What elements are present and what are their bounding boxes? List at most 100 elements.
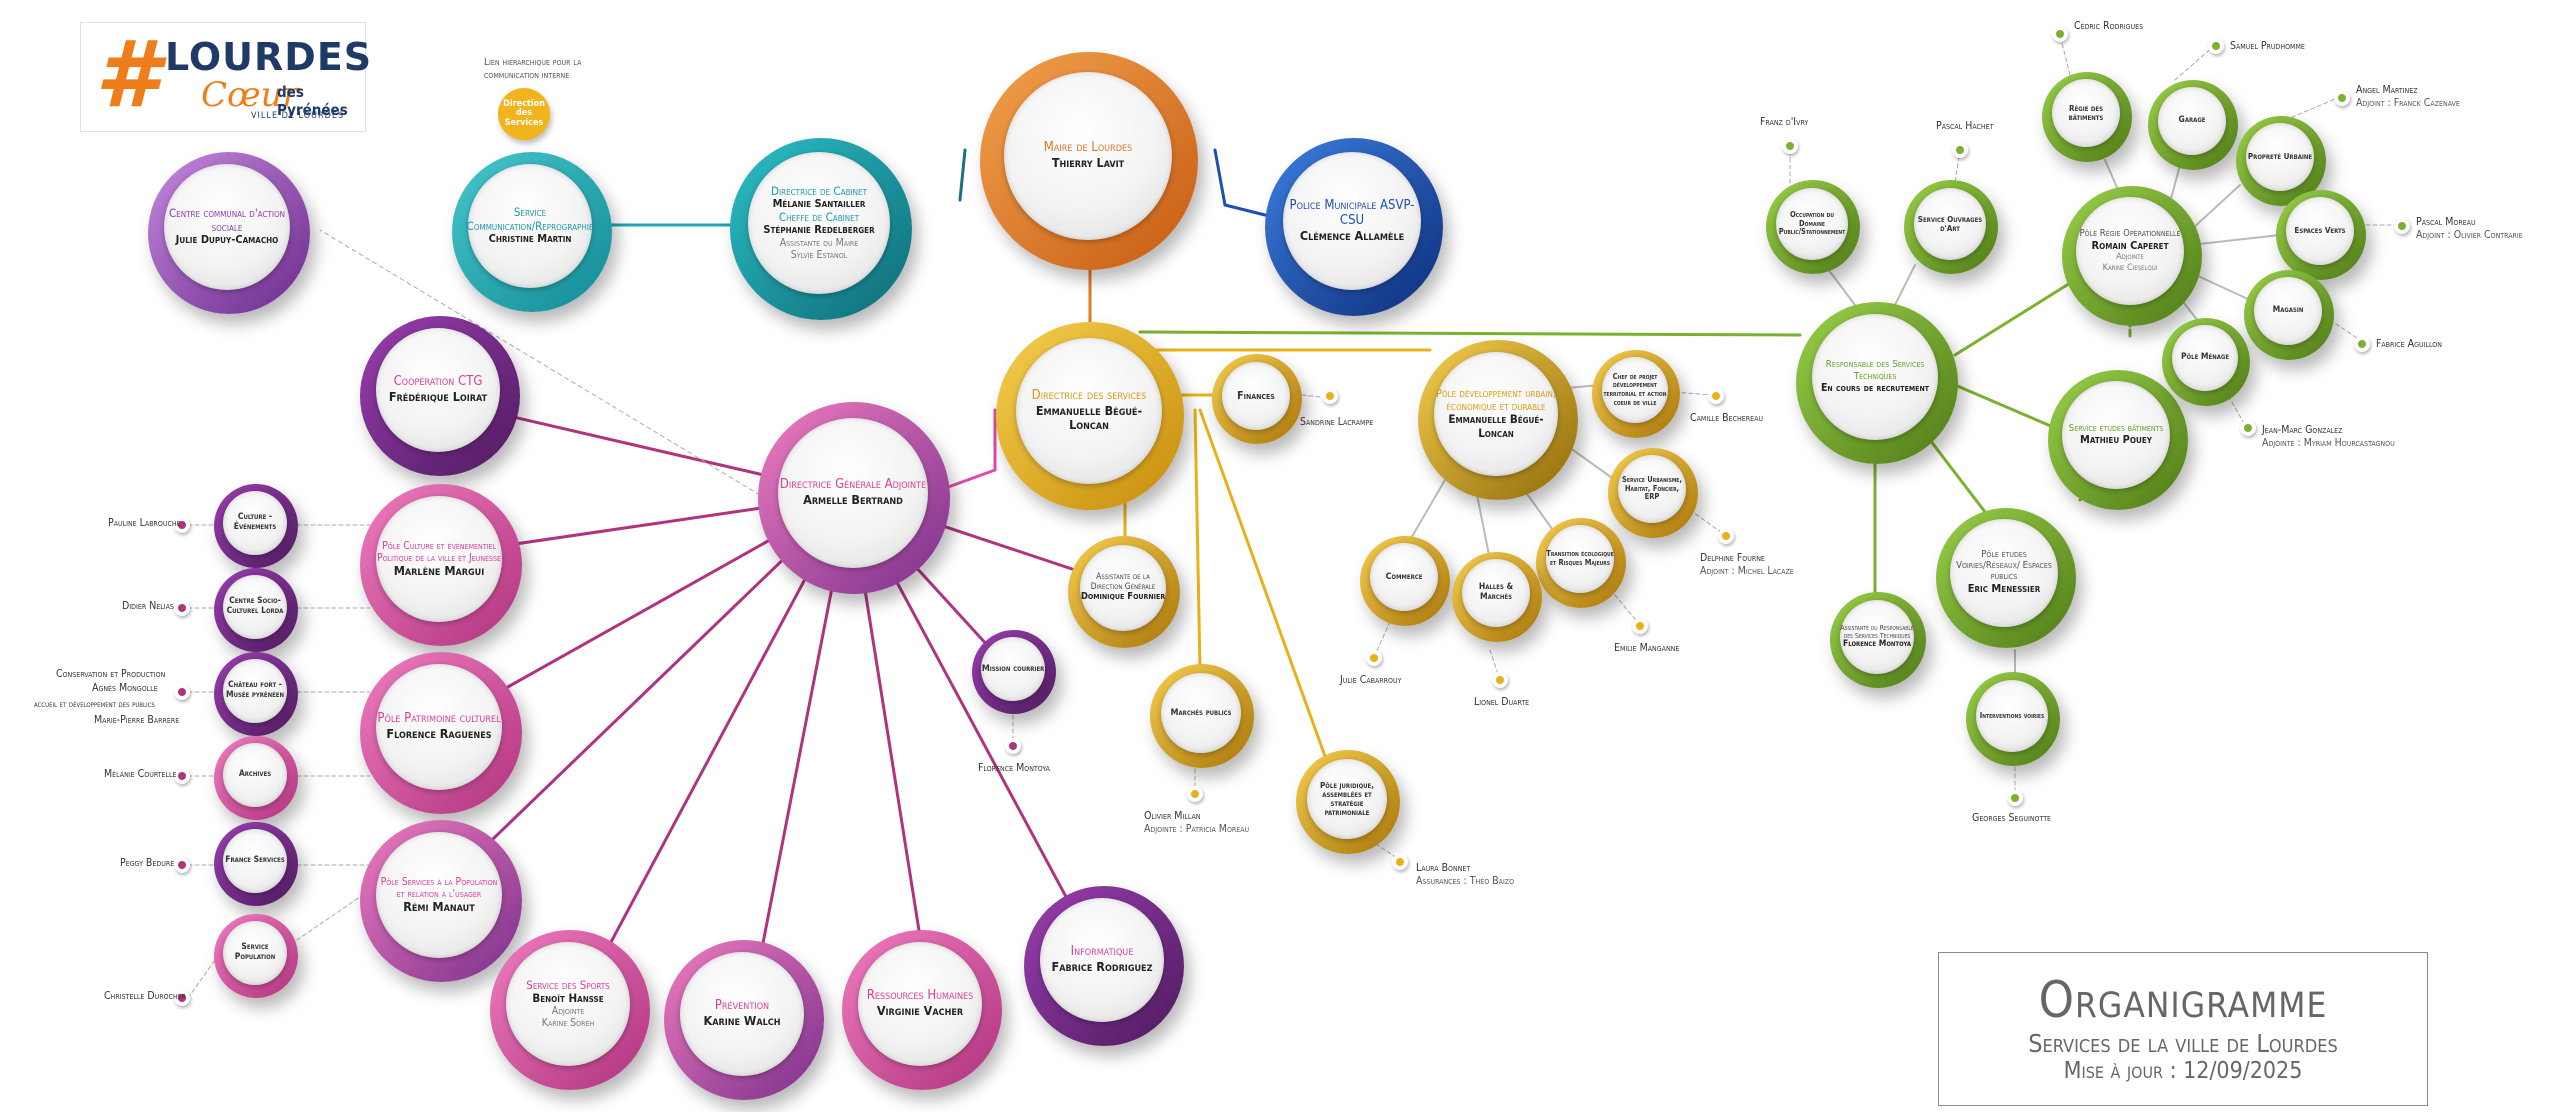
person-emilie: Emilie Manganne	[1614, 642, 1680, 654]
person-dot	[2007, 790, 2023, 806]
node-urbanisme[interactable]: Service Urbanisme, Habitat, Foncier, ERP	[1608, 448, 1698, 538]
node-maire[interactable]: Maire de Lourdes Thierry Lavit	[980, 52, 1198, 270]
person-pascal-h: Pascal Hachet	[1936, 120, 1994, 132]
person-accueil: accueil et développement des publics	[34, 700, 155, 710]
node-juridique[interactable]: Pôle juridique, assemblées et stratégie …	[1296, 750, 1400, 854]
node-marches[interactable]: Marchés publics	[1150, 664, 1254, 768]
node-voirie[interactable]: Pôle études Voiries/Réseaux/ Espaces pub…	[1936, 508, 2076, 648]
person-samuel: Samuel Prudhomme	[2230, 40, 2305, 52]
node-prevention[interactable]: Prévention Karine Walch	[664, 940, 824, 1100]
node-patrimoine[interactable]: Pôle Patrimoine culturel Florence Raguen…	[360, 652, 522, 814]
person-sandrine: Sandrine Lacrampe	[1300, 416, 1374, 428]
node-ouvrages[interactable]: Service Ouvrages d'Art	[1904, 180, 1998, 274]
node-ctg[interactable]: Coopération CTG Frédérique Loirat	[360, 316, 520, 476]
title-box: Organigramme Services de la ville de Lou…	[1938, 952, 2428, 1106]
node-occupation[interactable]: Occupation du Domaine Public/Stationneme…	[1766, 180, 1860, 274]
person-dot	[1718, 528, 1734, 544]
person-dot	[174, 768, 190, 784]
node-informatique[interactable]: Informatique Fabrice Rodriguez	[1024, 886, 1184, 1046]
node-culture[interactable]: Pôle Culture et événementiel Politique d…	[360, 484, 522, 646]
node-sociocult[interactable]: Centre Socio-Culturel Lorda	[214, 568, 298, 652]
node-service-population[interactable]: Service Population	[214, 914, 298, 998]
title-update: Mise à jour : 12/09/2025	[2063, 1058, 2303, 1084]
person-dot	[174, 857, 190, 873]
person-didier: Didier Nelias	[122, 600, 174, 612]
person-christelle: Christelle Durocher	[104, 990, 187, 1002]
node-rh[interactable]: Ressources Humaines Virginie Vacher	[842, 930, 1002, 1090]
person-dot	[1632, 618, 1648, 634]
node-chateau[interactable]: Château fort - Musée pyrénéen	[214, 652, 298, 736]
node-tech[interactable]: Responsable des Services Techniques En c…	[1796, 302, 1958, 464]
node-magasin[interactable]: Magasin	[2244, 270, 2334, 360]
node-chef-projet[interactable]: Chef de projet développement territorial…	[1592, 350, 1680, 438]
node-ccas[interactable]: Centre communal d'action sociale Julie D…	[148, 152, 310, 314]
node-assistante-dg[interactable]: Assistante de la Direction Générale Domi…	[1068, 536, 1180, 648]
node-assist-tech[interactable]: Assistante du Responsable des Services T…	[1830, 592, 1926, 688]
node-evenements[interactable]: Culture - Événements	[214, 484, 298, 568]
node-urbain[interactable]: Pôle développement urbain, économique et…	[1418, 340, 1578, 500]
node-cabinet[interactable]: Directrice de Cabinet Mélanie Santailler…	[730, 138, 912, 320]
node-dgs[interactable]: Directrice des services Emmanuelle Bégué…	[996, 322, 1184, 510]
logo-coeur: Cœur	[201, 75, 299, 115]
person-marie: Marie-Pierre Barrère	[94, 714, 180, 726]
node-france-services[interactable]: France Services	[214, 822, 298, 906]
person-dot	[2208, 38, 2224, 54]
person-dot	[174, 990, 190, 1006]
person-dot	[174, 600, 190, 616]
person-dot	[2334, 90, 2350, 106]
person-franz: Franz d'Ivry	[1760, 116, 1809, 128]
title-sub: Services de la ville de Lourdes	[2028, 1029, 2338, 1058]
node-police[interactable]: Police Municipale ASVP-CSU Clémence Alla…	[1265, 138, 1443, 316]
hierarchy-hint: Lien hiérarchique pour la communication …	[484, 57, 582, 81]
node-espaces-verts[interactable]: Espaces Verts	[2276, 190, 2366, 280]
person-dot	[1005, 738, 1021, 754]
node-sports[interactable]: Service des Sports Benoît Hansse Adjoint…	[490, 930, 650, 1090]
person-melanie-c: Mélanie Courtelle	[104, 768, 177, 780]
logo-lourdes: LOURDES	[165, 35, 373, 79]
person-cedric: Cédric Rodrigues	[2074, 20, 2144, 32]
person-julie-c: Julie Cabarrouy	[1340, 674, 1402, 686]
node-garage[interactable]: Garage	[2148, 80, 2238, 170]
node-regie[interactable]: Pôle Régie Opérationnelle Romain Caperet…	[2062, 186, 2202, 326]
person-dot	[2394, 218, 2410, 234]
person-dot	[1366, 650, 1382, 666]
person-dot	[1708, 388, 1724, 404]
node-archives[interactable]: Archives	[214, 736, 298, 820]
node-menage[interactable]: Pôle Ménage	[2162, 318, 2250, 406]
node-finances[interactable]: Finances	[1212, 354, 1302, 444]
node-interventions[interactable]: Interventions voiries	[1966, 672, 2060, 766]
person-pauline: Pauline Labrouche	[108, 517, 181, 529]
lourdes-logo: # LOURDES Cœur des Pyrénées VILLE DE LOU…	[80, 21, 371, 132]
node-communication[interactable]: Service Communication/Reprographie Chris…	[452, 152, 612, 312]
logo-pyrenees: des Pyrénées	[277, 83, 348, 119]
node-transition[interactable]: Transition écologique et Risques Majeurs	[1536, 518, 1626, 608]
node-mission[interactable]: Mission courrier	[972, 630, 1056, 714]
node-dga[interactable]: Directrice Générale Adjointe Armelle Ber…	[758, 402, 950, 594]
person-peggy: Peggy Bedure	[120, 857, 175, 869]
node-regie-bat[interactable]: Régie des bâtiments	[2042, 72, 2132, 162]
person-dot	[1392, 854, 1408, 870]
person-florence-m: Florence Montoya	[978, 762, 1050, 774]
node-etudes-bat[interactable]: Service études bâtiments Mathieu Pouey	[2048, 370, 2188, 510]
node-commerce[interactable]: Commerce	[1360, 536, 1450, 626]
logo-ville: VILLE DE LOURDES	[251, 111, 345, 121]
person-camille: Camille Bechereau	[1690, 412, 1764, 424]
node-halles[interactable]: Halles & Marchés	[1452, 552, 1542, 642]
logo-hash: #	[95, 21, 160, 128]
node-population[interactable]: Pôle Services à la Population et relatio…	[360, 820, 522, 982]
person-dot	[2240, 420, 2256, 436]
direction-services-badge: Direction des Services	[498, 88, 550, 140]
person-dot	[1492, 672, 1508, 688]
person-conservation: Conservation et Production	[56, 668, 166, 680]
title-main: Organigramme	[2038, 971, 2328, 1029]
person-dot	[2354, 336, 2370, 352]
person-dot	[1322, 388, 1338, 404]
person-lionel: Lionel Duarte	[1474, 696, 1530, 708]
person-dot	[1782, 138, 1798, 154]
